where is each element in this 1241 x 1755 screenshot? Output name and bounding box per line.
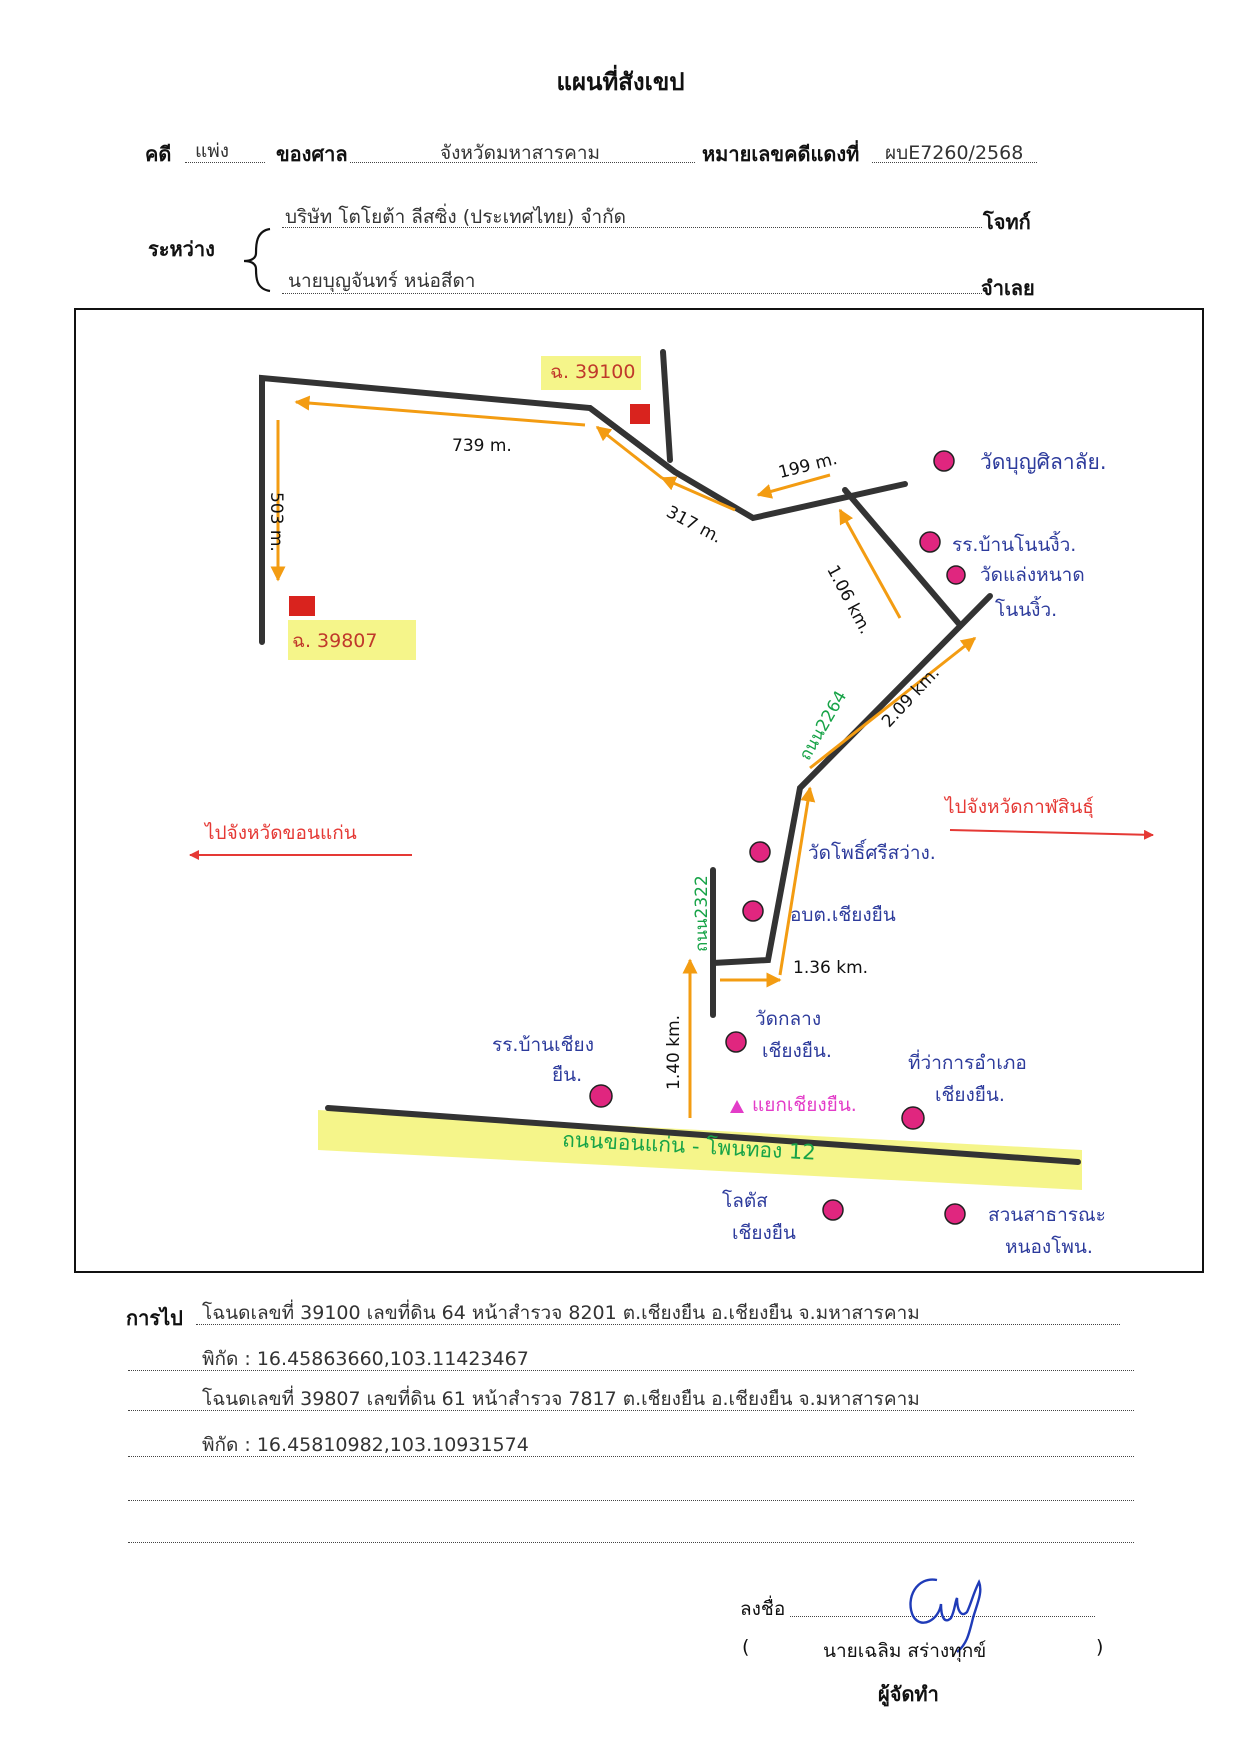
school-non-ngio-label: รร.บ้านโนนงิ้ว.	[952, 534, 1077, 556]
map-drawing	[189, 349, 1154, 1225]
dot-lotus	[822, 1199, 844, 1221]
plaintiff-name: บริษัท โตโยต้า ลีสซิ่ง (ประเทศไทย) จำกัด	[285, 206, 627, 228]
dot-sao	[742, 900, 764, 922]
defendant-role: จำเลย	[981, 276, 1035, 300]
directions-line-4: พิกัด : 16.45810982,103.10931574	[202, 1434, 529, 1456]
directions-dots-6	[128, 1542, 1134, 1543]
dot-public-park	[944, 1203, 966, 1225]
road-2264	[710, 593, 993, 966]
signer-role: ผู้จัดทำ	[878, 1682, 939, 1706]
wat-laeng-nad-label-2: โนนงิ้ว.	[995, 599, 1058, 621]
lotus-label-2: เชียงยืน	[732, 1222, 796, 1244]
to-khonkaen-label: ไปจังหวัดขอนแก่น	[205, 822, 357, 844]
arrow-199	[756, 473, 831, 499]
directions-line-3: โฉนดเลขที่ 39807 เลขที่ดิน 61 หน้าสำรวจ …	[202, 1388, 920, 1410]
dist-136: 1.36 km.	[793, 958, 869, 978]
dot-wat-laeng-nad	[946, 565, 966, 585]
arrow-136	[778, 786, 816, 976]
junction-icon	[730, 1100, 744, 1113]
district-office-label: ที่ว่าการอำเภอ	[908, 1052, 1027, 1074]
dist-140: 1.40 km.	[664, 1014, 684, 1090]
road-top	[259, 374, 908, 645]
red-case-no-label: หมายเลขคดีแดงที่	[702, 142, 860, 166]
plaintiff-dots	[282, 227, 982, 228]
page-title: แผนที่สังเขป	[556, 68, 685, 96]
wat-pho-si-sawang-label: วัดโพธิ์ศรีสว่าง.	[808, 842, 936, 864]
arrow-209	[809, 636, 977, 770]
defendant-dots	[282, 293, 982, 294]
school-chiang-yuen-label: รร.บ้านเชียง	[492, 1034, 594, 1056]
dist-503: 503 m.	[266, 492, 286, 552]
red-case-no-dots	[872, 162, 1037, 163]
directions-dots-5	[128, 1500, 1134, 1501]
dot-district-office	[901, 1106, 925, 1130]
parcel-a-marker	[630, 404, 650, 424]
plaintiff-role: โจทก์	[983, 210, 1031, 234]
court-name: จังหวัดมหาสารคาม	[440, 142, 601, 164]
directions-line-2: พิกัด : 16.45863660,103.11423467	[202, 1348, 529, 1370]
wat-laeng-nad-label: วัดแล่งหนาด	[980, 564, 1085, 586]
parcel-b-marker	[289, 596, 315, 616]
defendant-name: นายบุญจันทร์ หน่อสีดา	[288, 270, 476, 292]
road-top-diag	[587, 405, 678, 475]
arrow-739	[294, 395, 586, 427]
close-paren: )	[1096, 1636, 1104, 1658]
school-chiang-yuen-label-2: ยืน.	[552, 1064, 583, 1086]
between-label: ระหว่าง	[148, 237, 215, 261]
main-road-highlight	[318, 1110, 1082, 1190]
wat-klang-label: วัดกลาง	[755, 1008, 822, 1030]
brace-icon	[243, 227, 271, 293]
case-label: คดี	[145, 142, 172, 166]
district-office-label-2: เชียงยืน.	[935, 1084, 1005, 1106]
wat-bupphasilalai-label: วัดบุญศิลาลัย.	[980, 450, 1107, 474]
arrow-317-b	[595, 425, 663, 480]
wat-klang-label-2: เชียงยืน.	[762, 1040, 832, 1062]
directions-dots-2	[128, 1370, 1134, 1371]
dist-739: 739 m.	[452, 436, 512, 456]
to-kalasin-label: ไปจังหวัดกาฬสินธุ์	[945, 796, 1094, 818]
parcel-a-label: ฉ. 39100	[550, 361, 636, 383]
directions-line-1: โฉนดเลขที่ 39100 เลขที่ดิน 64 หน้าสำรวจ …	[202, 1302, 920, 1324]
dot-wat-klang	[725, 1031, 747, 1053]
arrow-to-kalasin	[949, 829, 1154, 840]
directions-dots-1	[196, 1324, 1120, 1325]
arrow-317-a	[660, 476, 736, 512]
signer-name: นายเฉลิม สร่างทุกข์	[823, 1640, 987, 1662]
directions-label: การไป	[126, 1306, 183, 1330]
dot-school-chiang-yuen	[589, 1084, 613, 1108]
court-label: ของศาล	[276, 142, 348, 166]
junction-label: แยกเชียงยืน.	[752, 1094, 857, 1116]
case-type-dots	[185, 162, 265, 163]
lotus-label: โลตัส	[722, 1190, 768, 1212]
arrow-106	[838, 508, 902, 619]
red-case-no: ผบE7260/2568	[885, 142, 1024, 164]
public-park-label: สวนสาธารณะ	[988, 1204, 1106, 1226]
court-dots	[350, 162, 695, 163]
parcel-a-highlight	[541, 356, 641, 390]
road-parcel-a	[660, 349, 673, 463]
sao-label: อบต.เชียงยืน	[790, 904, 896, 926]
dot-wat-bupphasilalai	[933, 450, 955, 472]
road-2322-label: ถนน2322	[692, 875, 712, 952]
dot-school-non-ngio	[919, 531, 941, 553]
case-type: แพ่ง	[195, 140, 230, 162]
parcel-b-label: ฉ. 39807	[292, 630, 378, 652]
signature-mark	[909, 1578, 982, 1653]
sign-label: ลงชื่อ	[740, 1598, 786, 1620]
road-106	[842, 487, 963, 628]
map-frame	[74, 308, 1204, 1273]
dot-wat-pho-si-sawang	[749, 841, 771, 863]
parcel-b-highlight	[288, 620, 416, 660]
public-park-label-2: หนองโพน.	[1005, 1236, 1093, 1258]
directions-dots-4	[128, 1456, 1134, 1457]
road-main-top	[325, 1105, 1081, 1165]
open-paren: (	[742, 1636, 750, 1658]
directions-dots-3	[128, 1410, 1134, 1411]
